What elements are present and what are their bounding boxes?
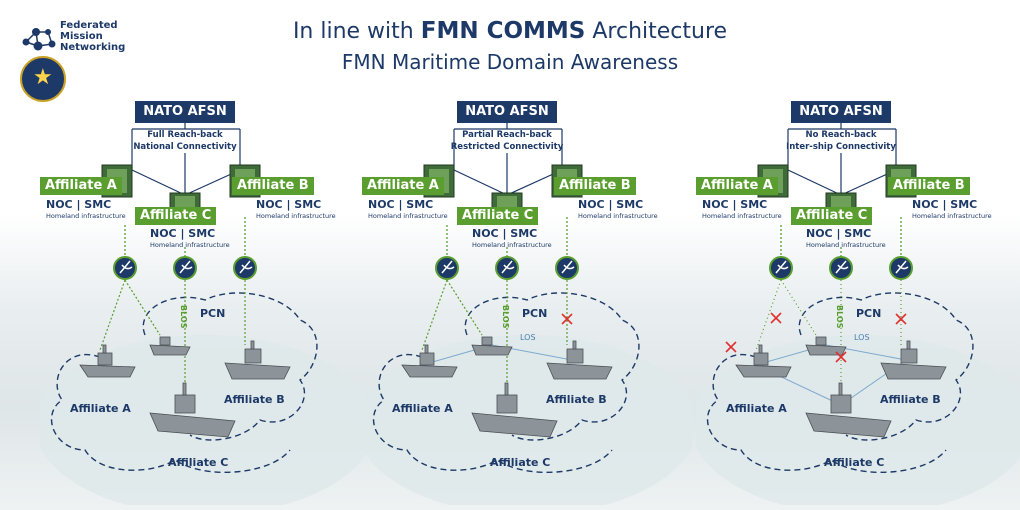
homeland-c: Homeland infrastructure xyxy=(806,241,886,249)
emblem-seal-icon: ★ xyxy=(20,56,66,102)
noc-smc-a: NOC | SMC xyxy=(46,198,112,211)
fleet-cloud xyxy=(50,354,291,474)
homeland-a: Homeland infrastructure xyxy=(368,212,448,220)
scenario-panel-1: NATO AFSN Full Reach-back National Conne… xyxy=(40,95,370,505)
nato-afsn-box: NATO AFSN xyxy=(457,101,557,123)
ship-affiliate-a-label: Affiliate A xyxy=(726,402,787,415)
fmn-logo: Federated Mission Networking ★ xyxy=(20,20,130,110)
ship-links xyxy=(99,279,246,385)
page-title: In line with FMN COMMS Architecture FMN … xyxy=(292,18,728,74)
ship-links xyxy=(755,279,902,385)
affiliate-c-label: Affiliate C xyxy=(457,207,539,225)
reach-back-label: No Reach-back Inter-ship Connectivity xyxy=(786,130,896,152)
noc-smc-c: NOC | SMC xyxy=(472,227,538,240)
homeland-c: Homeland infrastructure xyxy=(472,241,552,249)
reach-back-label: Full Reach-back National Connectivity xyxy=(133,130,237,152)
ship-affiliate-c-label: Affiliate C xyxy=(490,456,551,469)
link-broken-icon xyxy=(725,312,907,363)
afsn-links xyxy=(131,123,241,196)
scenario-panel-3: NATO AFSN No Reach-back Inter-ship Conne… xyxy=(696,95,1020,505)
warship-icon xyxy=(401,336,613,438)
sat-links xyxy=(780,217,902,257)
blos-label: BLOS xyxy=(835,305,844,329)
satellite-dish-icon xyxy=(435,256,579,280)
affiliate-a-label: Affiliate A xyxy=(362,177,444,195)
sat-links xyxy=(446,217,568,257)
affiliate-b-label: Affiliate B xyxy=(888,177,970,195)
fleet-cloud xyxy=(706,354,947,474)
noc-smc-c: NOC | SMC xyxy=(806,227,872,240)
noc-smc-b: NOC | SMC xyxy=(912,198,978,211)
ship-affiliate-a-label: Affiliate A xyxy=(392,402,453,415)
blos-label: BLOS xyxy=(179,305,188,329)
satellite-dish-icon xyxy=(113,256,257,280)
noc-smc-b: NOC | SMC xyxy=(578,198,644,211)
noc-smc-a: NOC | SMC xyxy=(368,198,434,211)
warship-icon xyxy=(79,336,291,438)
connectivity-diagram xyxy=(362,123,692,505)
network-logo-icon xyxy=(22,28,56,51)
ship-affiliate-c-label: Affiliate C xyxy=(168,456,229,469)
connectivity-diagram xyxy=(696,123,1020,505)
reach-back-label: Partial Reach-back Restricted Connectivi… xyxy=(450,130,564,152)
affiliate-a-label: Affiliate A xyxy=(696,177,778,195)
los-label: LOS xyxy=(854,333,870,342)
homeland-b: Homeland infrastructure xyxy=(578,212,658,220)
pcn-cloud xyxy=(464,292,640,441)
affiliate-c-label: Affiliate C xyxy=(135,207,217,225)
pcn-cloud xyxy=(798,292,974,441)
affiliate-a-label: Affiliate A xyxy=(40,177,122,195)
pcn-label: PCN xyxy=(856,307,882,320)
affiliate-c-label: Affiliate C xyxy=(791,207,873,225)
ship-affiliate-b-label: Affiliate B xyxy=(546,393,607,406)
satellite-dish-icon xyxy=(769,256,913,280)
pcn-label: PCN xyxy=(200,307,226,320)
noc-smc-c: NOC | SMC xyxy=(150,227,216,240)
warship-icon xyxy=(735,336,947,438)
scenario-panel-2: NATO AFSN Partial Reach-back Restricted … xyxy=(362,95,692,505)
affiliate-b-label: Affiliate B xyxy=(554,177,636,195)
connectivity-diagram xyxy=(40,123,370,505)
ship-affiliate-c-label: Affiliate C xyxy=(824,456,885,469)
homeland-a: Homeland infrastructure xyxy=(702,212,782,220)
ship-links xyxy=(421,279,568,385)
blos-label: BLOS xyxy=(501,305,510,329)
afsn-links xyxy=(787,123,897,196)
ship-affiliate-b-label: Affiliate B xyxy=(880,393,941,406)
homeland-b: Homeland infrastructure xyxy=(256,212,336,220)
affiliate-b-label: Affiliate B xyxy=(232,177,314,195)
homeland-a: Homeland infrastructure xyxy=(46,212,126,220)
logo-text: Federated Mission Networking xyxy=(60,20,126,53)
ship-affiliate-a-label: Affiliate A xyxy=(70,402,131,415)
noc-smc-a: NOC | SMC xyxy=(702,198,768,211)
link-broken-icon xyxy=(561,313,573,325)
fleet-cloud xyxy=(372,354,613,474)
noc-smc-b: NOC | SMC xyxy=(256,198,322,211)
nato-afsn-box: NATO AFSN xyxy=(135,101,235,123)
ship-affiliate-b-label: Affiliate B xyxy=(224,393,285,406)
pcn-label: PCN xyxy=(522,307,548,320)
pcn-cloud xyxy=(142,292,318,441)
homeland-b: Homeland infrastructure xyxy=(912,212,992,220)
nato-afsn-box: NATO AFSN xyxy=(791,101,891,123)
los-label: LOS xyxy=(520,333,536,342)
sat-links xyxy=(124,217,246,257)
homeland-c: Homeland infrastructure xyxy=(150,241,230,249)
